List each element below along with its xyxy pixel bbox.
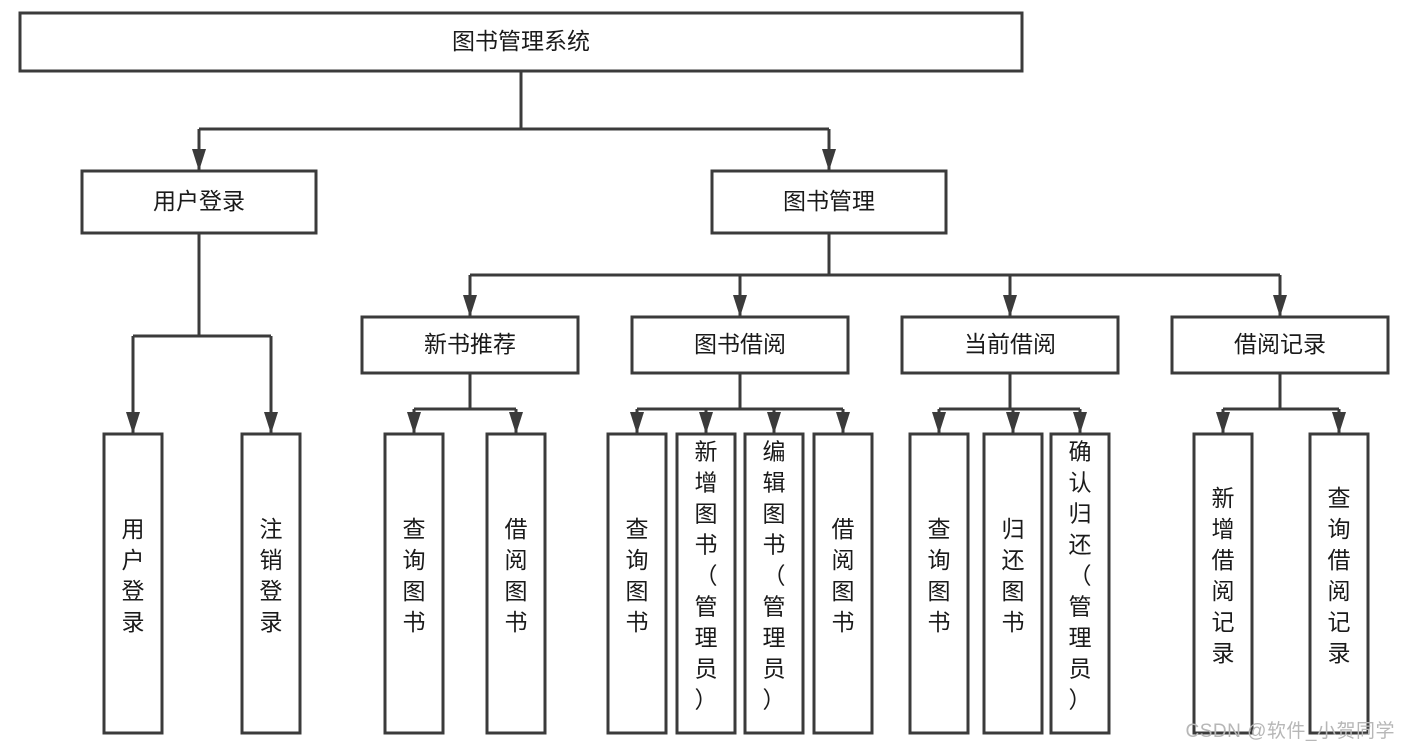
arrow-head-icon	[192, 149, 206, 171]
node-label-leaf-query-book-1: 查询图书	[403, 516, 426, 635]
arrow-head-icon	[264, 412, 278, 434]
arrow-head-icon	[1003, 295, 1017, 317]
arrow-head-icon	[733, 295, 747, 317]
node-new-book-rec[interactable]: 新书推荐	[360, 315, 580, 375]
node-label-leaf-query-book-2: 查询图书	[626, 516, 649, 635]
connectors-layer	[126, 71, 1346, 434]
node-box-leaf-logout	[240, 432, 302, 735]
node-label-leaf-query-record: 查询借阅记录	[1328, 485, 1351, 666]
arrow-head-icon	[836, 412, 850, 434]
arrow-head-icon	[767, 412, 781, 434]
node-box-leaf-query-book-3	[908, 432, 970, 735]
arrow-head-icon	[1273, 295, 1287, 317]
node-box-leaf-add-record	[1192, 432, 1254, 735]
node-leaf-confirm-return[interactable]: 确认归还（管理员）	[1049, 432, 1111, 735]
node-label-new-book-rec: 新书推荐	[424, 331, 516, 357]
node-current-borrow[interactable]: 当前借阅	[900, 315, 1120, 375]
node-box-leaf-query-book-1	[383, 432, 445, 735]
node-box-leaf-confirm-return	[1049, 432, 1111, 735]
node-box-book-borrow	[630, 315, 850, 375]
node-label-current-borrow: 当前借阅	[964, 331, 1056, 357]
node-label-leaf-edit-book: 编辑图书（管理员）	[763, 439, 786, 713]
node-leaf-borrow-book-1[interactable]: 借阅图书	[485, 432, 547, 735]
node-box-leaf-query-book-2	[606, 432, 668, 735]
node-root[interactable]: 图书管理系统	[18, 11, 1024, 73]
node-label-leaf-borrow-book-2: 借阅图书	[832, 516, 855, 635]
arrow-head-icon	[630, 412, 644, 434]
arrow-head-icon	[407, 412, 421, 434]
node-box-root	[18, 11, 1024, 73]
arrow-head-icon	[1332, 412, 1346, 434]
node-leaf-query-book-3[interactable]: 查询图书	[908, 432, 970, 735]
node-leaf-query-book-1[interactable]: 查询图书	[383, 432, 445, 735]
node-box-leaf-edit-book	[743, 432, 805, 735]
node-box-leaf-borrow-book-1	[485, 432, 547, 735]
node-box-user-login	[80, 169, 318, 235]
arrow-head-icon	[463, 295, 477, 317]
node-box-leaf-user-login	[102, 432, 164, 735]
arrow-head-icon	[509, 412, 523, 434]
arrow-head-icon	[1216, 412, 1230, 434]
node-box-new-book-rec	[360, 315, 580, 375]
node-box-leaf-borrow-book-2	[812, 432, 874, 735]
node-label-leaf-user-login: 用户登录	[122, 516, 145, 635]
arrow-head-icon	[932, 412, 946, 434]
node-user-login[interactable]: 用户登录	[80, 169, 318, 235]
arrow-head-icon	[822, 149, 836, 171]
node-leaf-edit-book[interactable]: 编辑图书（管理员）	[743, 432, 805, 735]
node-leaf-return-book[interactable]: 归还图书	[982, 432, 1044, 735]
node-leaf-logout[interactable]: 注销登录	[240, 432, 302, 735]
node-label-leaf-confirm-return: 确认归还（管理员）	[1069, 439, 1092, 713]
node-leaf-user-login[interactable]: 用户登录	[102, 432, 164, 735]
node-label-leaf-add-book: 新增图书（管理员）	[695, 439, 718, 713]
arrow-head-icon	[1006, 412, 1020, 434]
node-label-leaf-logout: 注销登录	[260, 516, 283, 635]
node-label-root: 图书管理系统	[452, 28, 590, 54]
node-box-leaf-return-book	[982, 432, 1044, 735]
arrow-head-icon	[126, 412, 140, 434]
node-book-manage[interactable]: 图书管理	[710, 169, 948, 235]
node-label-leaf-return-book: 归还图书	[1002, 516, 1025, 635]
node-label-book-manage: 图书管理	[783, 188, 875, 214]
node-label-book-borrow: 图书借阅	[694, 331, 786, 357]
node-book-borrow[interactable]: 图书借阅	[630, 315, 850, 375]
node-leaf-add-book[interactable]: 新增图书（管理员）	[675, 432, 737, 735]
node-label-leaf-borrow-book-1: 借阅图书	[505, 516, 528, 635]
node-borrow-record[interactable]: 借阅记录	[1170, 315, 1390, 375]
node-label-borrow-record: 借阅记录	[1234, 331, 1326, 357]
arrow-head-icon	[699, 412, 713, 434]
node-box-borrow-record	[1170, 315, 1390, 375]
node-leaf-query-book-2[interactable]: 查询图书	[606, 432, 668, 735]
arrow-head-icon	[1073, 412, 1087, 434]
nodes-layer: 图书管理系统用户登录图书管理新书推荐图书借阅当前借阅借阅记录用户登录注销登录查询…	[18, 11, 1390, 735]
node-box-leaf-add-book	[675, 432, 737, 735]
node-label-user-login: 用户登录	[153, 188, 245, 214]
node-box-leaf-query-record	[1308, 432, 1370, 735]
node-label-leaf-query-book-3: 查询图书	[928, 516, 951, 635]
node-leaf-query-record[interactable]: 查询借阅记录	[1308, 432, 1370, 735]
node-box-book-manage	[710, 169, 948, 235]
node-leaf-borrow-book-2[interactable]: 借阅图书	[812, 432, 874, 735]
node-leaf-add-record[interactable]: 新增借阅记录	[1192, 432, 1254, 735]
node-box-current-borrow	[900, 315, 1120, 375]
node-label-leaf-add-record: 新增借阅记录	[1212, 485, 1235, 666]
